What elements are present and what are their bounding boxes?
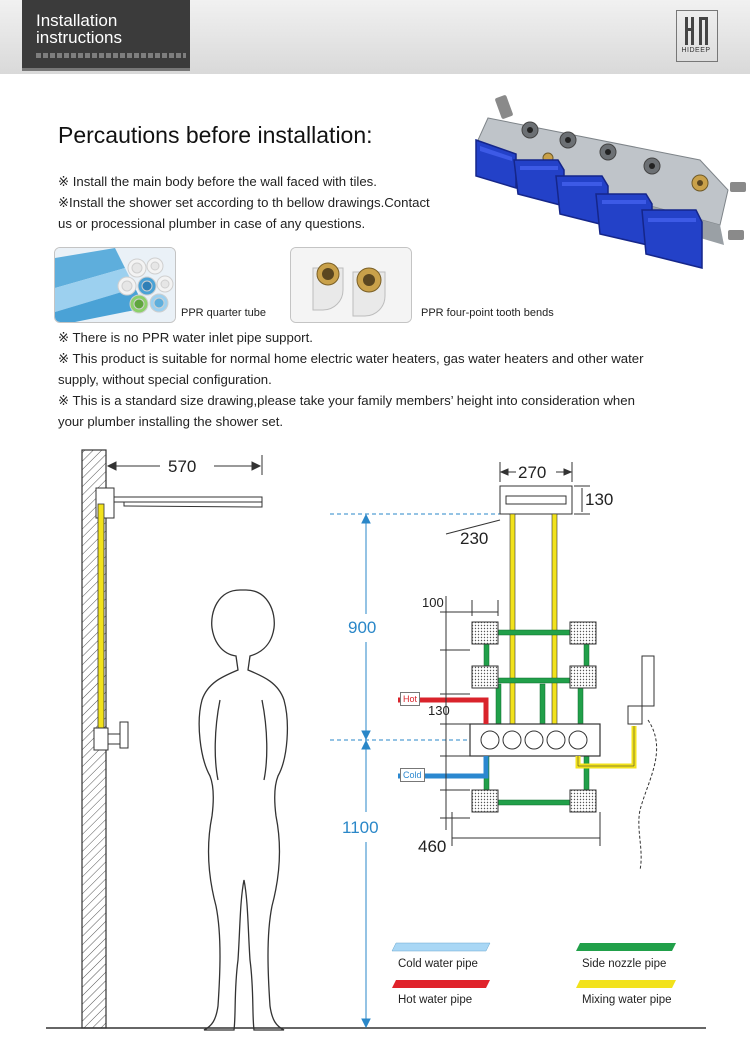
nozzle-spacing-label: 100: [422, 595, 444, 610]
arm-dimension: [105, 455, 263, 475]
ppr-tube-icon: [55, 248, 175, 322]
legend-swatches: [391, 942, 676, 988]
lower-height-label: 1100: [342, 818, 379, 837]
ppr-bend-caption: PPR four-point tooth bends: [421, 307, 554, 319]
upper-height-label: 900: [348, 618, 377, 637]
note-line: your plumber installing the shower set.: [58, 414, 284, 429]
note-line: ※Install the shower set according to th …: [58, 195, 430, 210]
legend-mixing-label: Mixing water pipe: [582, 994, 672, 1006]
note-line: ※ This product is suitable for normal ho…: [58, 351, 644, 366]
brand-logo: [676, 10, 718, 62]
valve-height-label: 130: [428, 703, 450, 718]
legend-cold-label: Cold water pipe: [398, 958, 478, 970]
head-depth-label: 230: [460, 529, 489, 548]
height-dimensions: [330, 513, 500, 1029]
page-title: Percautions before installation:: [58, 122, 373, 148]
header-title-box: Installation instructions: [22, 0, 190, 71]
note-line: us or processional plumber in case of an…: [58, 216, 366, 231]
cold-pipe-tag: Cold: [400, 768, 425, 782]
hot-pipe-tag: Hot: [400, 692, 421, 706]
front-view-assembly: [398, 485, 657, 871]
assembly-width-label: 460: [418, 837, 447, 856]
ppr-bend-photo: [290, 247, 412, 323]
ppr-bend-icon: [291, 248, 411, 322]
note-line: ※ This is a standard size drawing,please…: [58, 393, 635, 408]
note-line: ※ There is no PPR water inlet pipe suppo…: [58, 330, 313, 345]
logo-mark-icon: [685, 17, 708, 45]
arm-length-label: 570: [168, 457, 197, 476]
human-figure: [198, 589, 288, 1031]
head-height-label: 130: [585, 490, 614, 509]
note-line: ※ Install the main body before the wall …: [58, 174, 377, 189]
ppr-tube-caption: PPR quarter tube: [181, 307, 266, 319]
note-line: supply, without special configuration.: [58, 372, 272, 387]
header-title: Installation instructions: [36, 11, 122, 47]
side-view-shower: [93, 487, 263, 751]
front-view-dimensions: [440, 462, 601, 846]
brand-name: HIDEEP: [681, 47, 711, 54]
legend-side-nozzle-label: Side nozzle pipe: [582, 958, 667, 970]
header-fine-print: [36, 53, 186, 58]
page-header: Installation instructions HIDEEP: [0, 0, 750, 74]
head-width-label: 270: [518, 463, 547, 482]
legend-hot-label: Hot water pipe: [398, 994, 473, 1006]
ppr-tube-photo: [54, 247, 176, 323]
